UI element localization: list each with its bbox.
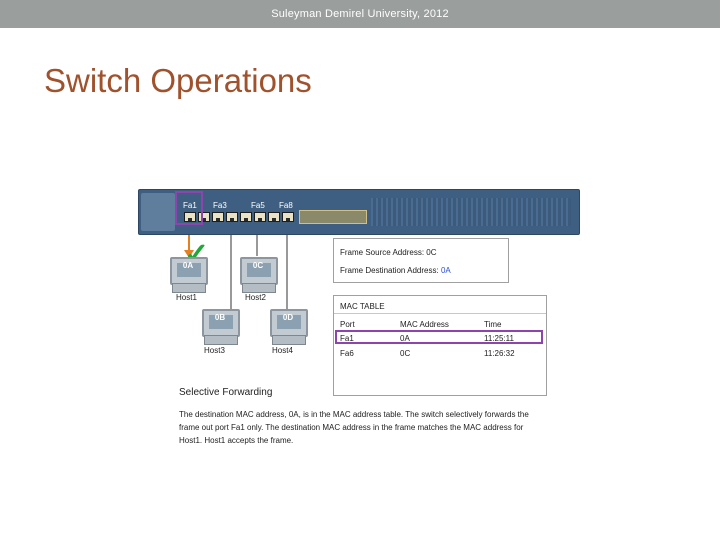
frame-dest-label: Frame Destination Address: <box>340 266 441 275</box>
mac-header-time: Time <box>484 320 502 329</box>
port-label-fa3: Fa3 <box>213 201 227 210</box>
port-label-fa5: Fa5 <box>251 201 265 210</box>
mac-row1-time: 11:25:11 <box>484 334 514 343</box>
header-bar: Suleyman Demirel University, 2012 <box>0 0 720 28</box>
host-mac-label: 0D <box>282 313 294 322</box>
mac-row1-address: 0A <box>400 334 410 343</box>
computer-base-icon <box>204 335 238 345</box>
header-text: Suleyman Demirel University, 2012 <box>271 8 449 20</box>
mac-row2-time: 11:26:32 <box>484 349 515 358</box>
port-label-fa1: Fa1 <box>183 201 197 210</box>
frame-dest-value: 0A <box>440 266 451 275</box>
host3-computer: 0B <box>200 307 240 349</box>
port-fa7 <box>268 212 280 222</box>
mac-row2-address: 0C <box>400 349 411 358</box>
host1-computer: 0A <box>168 255 208 297</box>
slide-title: Switch Operations <box>44 62 312 99</box>
frame-source-label: Frame Source Address: <box>340 248 427 257</box>
description-title: Selective Forwarding <box>179 387 273 398</box>
host-mac-label: 0B <box>214 313 226 322</box>
description-body: The destination MAC address, 0A, is in t… <box>179 410 529 445</box>
computer-base-icon <box>272 335 306 345</box>
port-fa3 <box>212 212 224 222</box>
host4-label: Host4 <box>272 346 293 355</box>
switch-console-panel <box>141 193 175 231</box>
monitor-icon <box>202 309 240 337</box>
port-fa8 <box>282 212 294 222</box>
monitor-icon <box>270 309 308 337</box>
port-fa4 <box>226 212 238 222</box>
monitor-icon <box>170 257 208 285</box>
frame-dest-line: Frame Destination Address: 0A <box>340 266 451 275</box>
host4-computer: 0D <box>268 307 308 349</box>
host2-computer: 0C <box>238 255 278 297</box>
host1-label: Host1 <box>176 293 197 302</box>
mac-header-port: Port <box>340 320 355 329</box>
port-label-fa8: Fa8 <box>279 201 293 210</box>
port-fa2 <box>198 212 210 222</box>
computer-base-icon <box>242 283 276 293</box>
arrow-host1 <box>184 250 194 258</box>
uplink-ports <box>299 210 367 224</box>
mac-row2-port: Fa6 <box>340 349 354 358</box>
port-fa5 <box>240 212 252 222</box>
host-mac-label: 0A <box>182 261 194 270</box>
mac-row-highlight <box>335 330 543 344</box>
host3-label: Host3 <box>204 346 225 355</box>
fa1-highlight <box>175 191 203 225</box>
monitor-icon <box>240 257 278 285</box>
host-mac-label: 0C <box>252 261 264 270</box>
frame-source-value: 0C <box>426 248 437 257</box>
port-fa6 <box>254 212 266 222</box>
frame-source-line: Frame Source Address: 0C <box>340 248 437 257</box>
mac-header-address: MAC Address <box>400 320 449 329</box>
computer-base-icon <box>172 283 206 293</box>
host2-label: Host2 <box>245 293 266 302</box>
mac-table-title: MAC TABLE <box>340 302 385 311</box>
switch-vent-grill <box>371 198 571 226</box>
port-fa1 <box>184 212 196 222</box>
frame-info-box: Frame Source Address: 0C Frame Destinati… <box>333 238 509 283</box>
switch-device: Fa1 Fa3 Fa5 Fa8 <box>138 189 580 235</box>
mac-table: MAC TABLE Port MAC Address Time Fa1 0A 1… <box>333 295 547 396</box>
mac-table-divider <box>334 313 546 314</box>
mac-row1-port: Fa1 <box>340 334 354 343</box>
